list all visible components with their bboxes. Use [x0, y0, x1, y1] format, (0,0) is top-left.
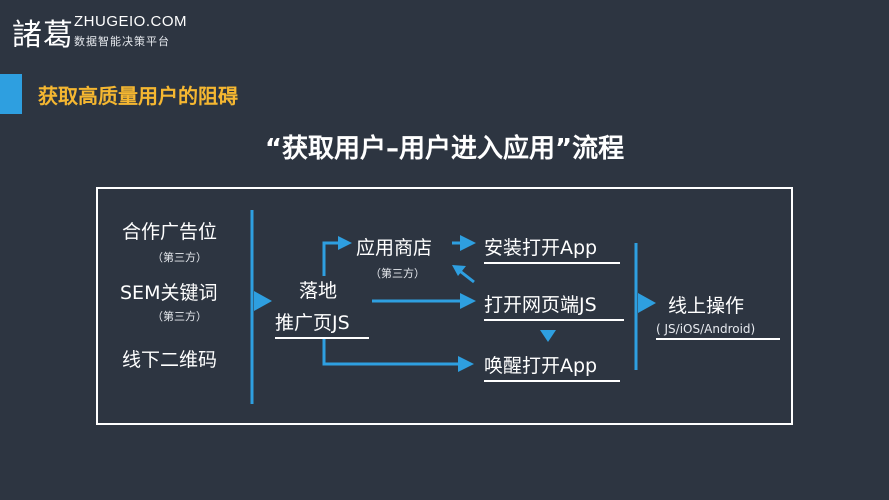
- section-accent-bar: [0, 74, 22, 114]
- arrow-to-store: [338, 236, 352, 250]
- wake-open-app: 唤醒打开App: [484, 351, 620, 382]
- arrow-to-wake: [458, 356, 474, 372]
- online-operation: 线上操作: [668, 295, 745, 317]
- logo-mark: 諸葛: [12, 10, 74, 54]
- diagram-title: “获取用户–用户进入应用”流程: [264, 134, 625, 164]
- arrow-to-online: [638, 293, 656, 313]
- source-ad-slot: 合作广告位: [122, 221, 218, 243]
- source-ad-slot-note: （第三方）: [152, 251, 207, 264]
- online-platforms: ( JS/iOS/Android): [656, 322, 780, 340]
- arrow-sources-to-landing: [254, 291, 272, 311]
- logo-site: ZHUGEIO.COM: [74, 13, 187, 30]
- diagram-frame: [96, 187, 793, 425]
- arrow-to-web: [460, 293, 476, 309]
- source-sem: SEM关键词: [120, 282, 218, 304]
- open-web-js: 打开网页端JS: [484, 290, 624, 321]
- connector-landing-to-wake: [322, 338, 460, 366]
- arrow-web-to-wake: [540, 330, 556, 342]
- source-sem-note: （第三方）: [152, 310, 207, 323]
- landing-line1: 落地: [299, 280, 338, 302]
- install-open-app: 安装打开App: [484, 233, 620, 264]
- arrow-to-install: [460, 235, 476, 251]
- logo-text: 諸葛: [12, 18, 74, 53]
- landing-line2: 推广页JS: [275, 308, 369, 339]
- line-install-to-store: [455, 266, 475, 284]
- logo-tagline: 数据智能决策平台: [74, 35, 170, 48]
- connector-landing-to-store: [322, 241, 340, 276]
- source-qrcode: 线下二维码: [122, 349, 218, 371]
- section-title: 获取高质量用户的阻碍: [38, 84, 238, 108]
- app-store-note: （第三方）: [370, 267, 425, 280]
- app-store: 应用商店: [356, 237, 433, 259]
